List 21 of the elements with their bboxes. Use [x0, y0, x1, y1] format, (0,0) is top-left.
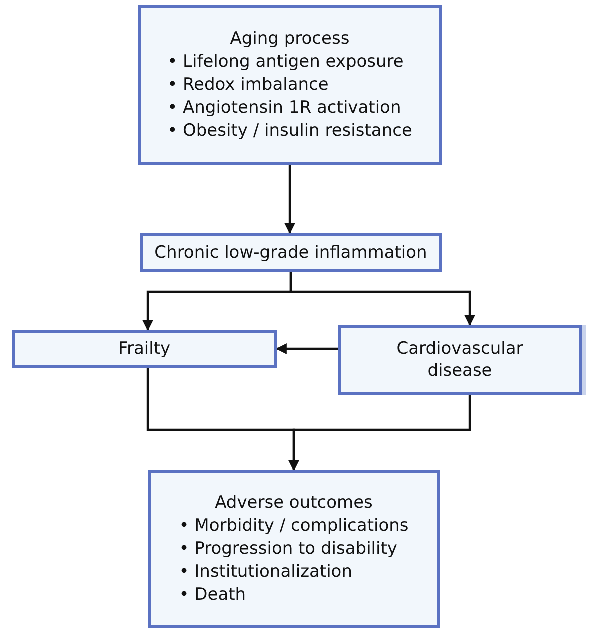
- arrow: [284, 165, 296, 234]
- bullet-item: • Institutionalization: [179, 560, 354, 584]
- process-box: [138, 5, 442, 165]
- arrow: [276, 344, 338, 354]
- bullet-item: • Progression to disability: [179, 538, 398, 560]
- box-heading: Aging process: [230, 28, 350, 50]
- process-box: [148, 470, 440, 628]
- box-label: Frailty: [117, 338, 172, 360]
- process-box: [12, 330, 277, 368]
- box-label: Cardiovascular disease: [396, 338, 524, 382]
- bullet-item: • Lifelong antigen exposure: [168, 50, 405, 74]
- bullet-item: • Morbidity / complications: [179, 514, 409, 538]
- arrow: [288, 395, 472, 472]
- bullet-item: • Angiotensin 1R activation: [168, 96, 402, 120]
- process-box: [140, 233, 442, 272]
- arrow: [290, 272, 476, 326]
- box-label: Chronic low-grade inflammation: [154, 242, 428, 264]
- bullet-item: • Death: [179, 584, 248, 606]
- box-heading: Adverse outcomes: [215, 492, 373, 514]
- bullet-item: • Obesity / insulin resistance: [168, 120, 412, 142]
- bullet-item: • Redox imbalance: [168, 74, 330, 96]
